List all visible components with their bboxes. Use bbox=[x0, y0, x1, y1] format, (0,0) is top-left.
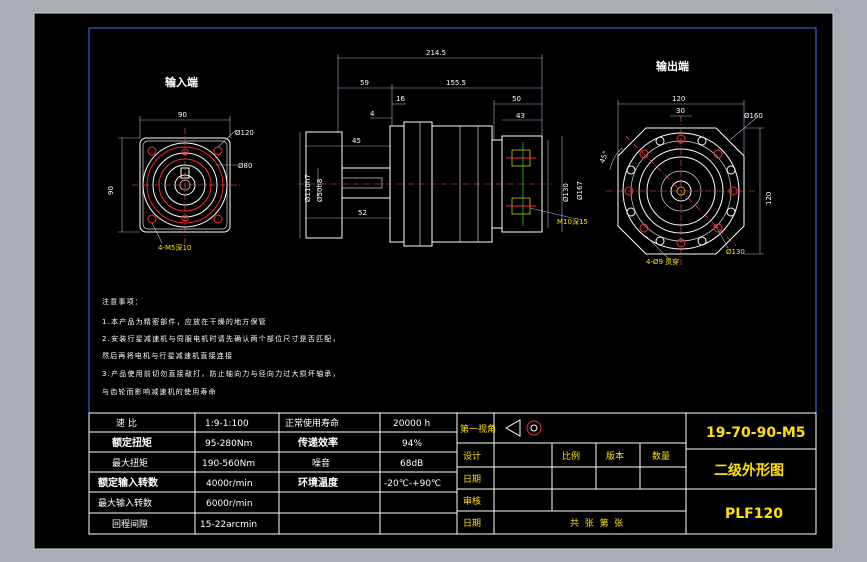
note-line: 然后再将电机与行星减速机直接连接 bbox=[102, 351, 233, 360]
d16-dim: 16 bbox=[396, 95, 405, 103]
spec-value: 94% bbox=[402, 439, 422, 449]
note-line: 3.产品使用前切勿直接敲打，防止轴向力与径向力过大损坏轴承， bbox=[102, 369, 341, 378]
in-d120-dim: Ø120 bbox=[235, 129, 254, 137]
spec-key: 噪音 bbox=[312, 457, 330, 469]
design-label: 设计 bbox=[463, 450, 481, 462]
notes-block: 注意事项： 1.本产品为精密部件，应放在干燥的地方保管 2.安装行星减速机与伺服… bbox=[102, 297, 341, 396]
spec-key: 最大输入转数 bbox=[98, 497, 152, 509]
in-width-dim: 90 bbox=[178, 111, 187, 119]
spec-key: 额定扭矩 bbox=[112, 436, 152, 449]
spec-key: 传递效率 bbox=[297, 436, 338, 449]
spec-value: -20℃-+90℃ bbox=[384, 479, 441, 489]
out-width-dim: 120 bbox=[672, 95, 685, 103]
out-width2-dim: 120 bbox=[765, 192, 773, 205]
d52-dim: 52 bbox=[358, 209, 367, 217]
output-end-label: 输出端 bbox=[656, 59, 689, 73]
drawing-name: 二级外形图 bbox=[714, 462, 784, 479]
note-line: 注意事项： bbox=[102, 297, 143, 306]
review-label: 审核 bbox=[463, 495, 481, 507]
side-view: 214.5 59 155.5 16 50 4 45 43 52 Ø50h8 Ø1… bbox=[298, 49, 588, 247]
spec-key: 回程间隙 bbox=[112, 518, 148, 530]
d43-dim: 43 bbox=[516, 112, 525, 120]
drawing-code: 19-70-90-M5 bbox=[706, 425, 806, 441]
spec-value: 95-280Nm bbox=[205, 439, 252, 449]
side-m10-dim: M10深15 bbox=[557, 217, 588, 226]
sheets-label: 共 张 第 张 bbox=[570, 517, 623, 529]
spec-key: 额定输入转数 bbox=[98, 476, 159, 489]
side-d167-dim: Ø167 bbox=[576, 181, 584, 200]
spec-value: 68dB bbox=[400, 459, 423, 469]
model-number: PLF120 bbox=[725, 506, 783, 522]
title-block: 第一视角 设计 日期 审核 日期 比例 版本 数量 共 张 第 张 19-70-… bbox=[456, 412, 817, 535]
spec-value: 4000r/min bbox=[206, 479, 253, 489]
spec-value: 15-22arcmin bbox=[200, 520, 257, 530]
spec-table: 速 比 1:9-1:100 正常使用寿命 20000 h 额定扭矩 95-280… bbox=[88, 412, 458, 535]
input-end-label: 输入端 bbox=[165, 75, 198, 89]
quantity-label: 数量 bbox=[652, 450, 670, 462]
note-line: 2.安装行星减速机与伺服电机时请先确认两个部位尺寸是否匹配， bbox=[102, 334, 341, 343]
scale-label: 比例 bbox=[562, 450, 580, 462]
spec-value: 6000r/min bbox=[206, 499, 253, 509]
out-d30-dim: 30 bbox=[676, 107, 685, 115]
in-holes-dim: 4-M5深10 bbox=[158, 243, 191, 252]
date2-label: 日期 bbox=[463, 518, 481, 529]
date1-label: 日期 bbox=[463, 474, 481, 485]
in-d80-dim: Ø80 bbox=[238, 162, 252, 170]
spec-value: 1:9-1:100 bbox=[205, 419, 249, 429]
d59-dim: 59 bbox=[360, 79, 369, 87]
out-d130-dim: Ø130 bbox=[726, 248, 745, 256]
outer-border bbox=[33, 12, 834, 550]
viewport-background bbox=[34, 13, 833, 549]
version-label: 版本 bbox=[606, 450, 624, 462]
d50-dim: 50 bbox=[512, 95, 521, 103]
projection-label: 第一视角 bbox=[460, 423, 496, 435]
side-d50-dim: Ø50h8 bbox=[316, 179, 324, 202]
out-holes-dim: 4-Ø9 贯穿 bbox=[646, 257, 679, 266]
spec-key: 正常使用寿命 bbox=[285, 417, 339, 429]
note-line: 与齿轮而影响减速机的使用寿命 bbox=[102, 387, 217, 396]
spec-key: 最大扭矩 bbox=[112, 457, 148, 469]
out-angle-dim: 45° bbox=[598, 150, 610, 164]
in-height-dim: 90 bbox=[107, 186, 115, 195]
spec-value: 190-560Nm bbox=[202, 459, 255, 469]
d4-dim: 4 bbox=[370, 110, 375, 118]
input-end-view: 输入端 90 90 Ø120 Ø80 bbox=[107, 75, 254, 252]
spec-value: 20000 h bbox=[393, 419, 430, 429]
d155-dim: 155.5 bbox=[446, 79, 466, 87]
d45-dim: 45 bbox=[352, 137, 361, 145]
output-end-view: 输出端 120 30 bbox=[598, 59, 773, 266]
note-line: 1.本产品为精密部件，应放在干燥的地方保管 bbox=[102, 317, 267, 326]
spec-key: 环境温度 bbox=[298, 476, 339, 489]
side-d110-dim: Ø110h7 bbox=[304, 174, 312, 202]
out-d160-dim: Ø160 bbox=[744, 112, 763, 120]
projection-symbol-icon bbox=[504, 419, 542, 437]
spec-key: 速 比 bbox=[116, 417, 137, 429]
side-d130-dim: Ø130 bbox=[562, 183, 570, 202]
total-length-dim: 214.5 bbox=[426, 49, 446, 57]
